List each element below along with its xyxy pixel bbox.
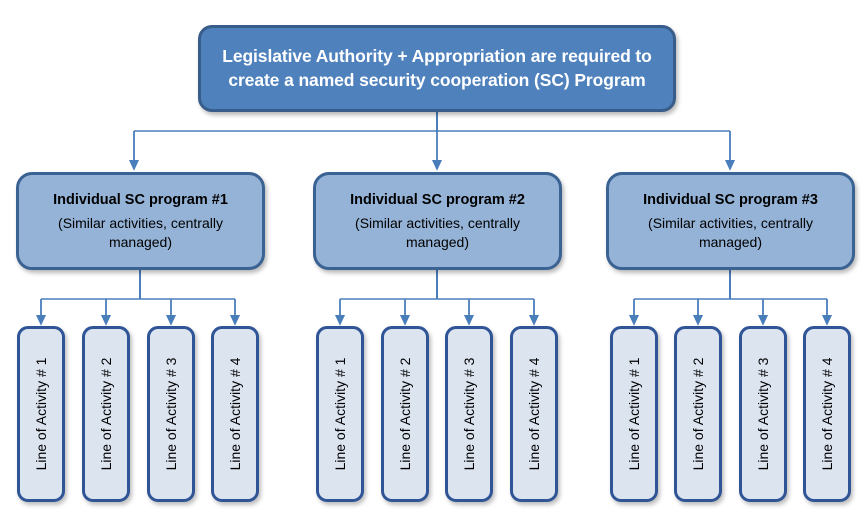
activity-node-2-2[interactable]: Line of Activity # 2 xyxy=(381,326,429,502)
activity-node-3-3[interactable]: Line of Activity # 3 xyxy=(739,326,787,502)
activity-node-1-2[interactable]: Line of Activity # 2 xyxy=(82,326,130,502)
activity-node-2-3[interactable]: Line of Activity # 3 xyxy=(445,326,493,502)
activity-node-2-2-label: Line of Activity # 2 xyxy=(397,357,413,471)
activity-node-3-3-label: Line of Activity # 3 xyxy=(755,357,771,471)
program-node-2-subtitle: (Similar activities, centrally managed) xyxy=(355,215,520,250)
program-node-2[interactable]: Individual SC program #2 (Similar activi… xyxy=(313,172,562,270)
activity-node-3-2-label: Line of Activity # 2 xyxy=(690,357,706,471)
program-node-2-title: Individual SC program #2 xyxy=(350,192,525,209)
connector-group-1 xyxy=(35,270,241,326)
program-node-1[interactable]: Individual SC program #1 (Similar activi… xyxy=(16,172,265,270)
root-node-label: Legislative Authority + Appropriation ar… xyxy=(208,45,666,91)
root-node[interactable]: Legislative Authority + Appropriation ar… xyxy=(198,25,676,112)
activity-node-3-1-label: Line of Activity # 1 xyxy=(626,357,642,471)
activity-node-2-4-label: Line of Activity # 4 xyxy=(526,357,542,471)
activity-node-1-2-label: Line of Activity # 2 xyxy=(98,357,114,471)
activity-node-3-1[interactable]: Line of Activity # 1 xyxy=(610,326,658,502)
activity-node-2-1-label: Line of Activity # 1 xyxy=(332,357,348,471)
activity-node-1-1[interactable]: Line of Activity # 1 xyxy=(17,326,65,502)
activity-node-1-3[interactable]: Line of Activity # 3 xyxy=(147,326,195,502)
activity-node-3-4-label: Line of Activity # 4 xyxy=(819,357,835,471)
activity-node-3-2[interactable]: Line of Activity # 2 xyxy=(674,326,722,502)
program-node-3-title: Individual SC program #3 xyxy=(643,192,818,209)
activity-node-1-3-label: Line of Activity # 3 xyxy=(163,357,179,471)
program-node-1-subtitle: (Similar activities, centrally managed) xyxy=(58,215,223,250)
activity-node-2-4[interactable]: Line of Activity # 4 xyxy=(510,326,558,502)
program-node-1-title: Individual SC program #1 xyxy=(53,192,228,209)
activity-node-2-3-label: Line of Activity # 3 xyxy=(461,357,477,471)
connector-group-2 xyxy=(334,270,540,326)
root-node-line-1: Legislative Authority + Appropriation ar… xyxy=(222,46,652,67)
activity-node-3-4[interactable]: Line of Activity # 4 xyxy=(803,326,851,502)
root-node-line-2: create a named security cooperation (SC)… xyxy=(228,69,646,90)
program-node-3-subtitle: (Similar activities, centrally managed) xyxy=(648,215,813,250)
activity-node-1-4-label: Line of Activity # 4 xyxy=(227,357,243,471)
connector-group-3 xyxy=(628,270,833,326)
activity-node-1-1-label: Line of Activity # 1 xyxy=(33,357,49,471)
activity-node-2-1[interactable]: Line of Activity # 1 xyxy=(316,326,364,502)
activity-node-1-4[interactable]: Line of Activity # 4 xyxy=(211,326,259,502)
program-node-3[interactable]: Individual SC program #3 (Similar activi… xyxy=(606,172,855,270)
